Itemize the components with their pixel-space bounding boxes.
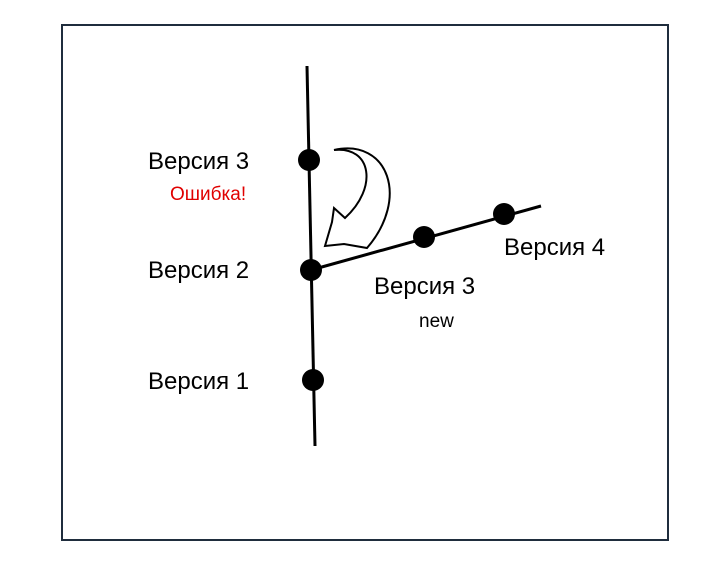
label-main-version-2: Версия 2: [148, 257, 250, 284]
label-new-version-4: Версия 4: [504, 234, 606, 261]
node-new-version-4: [493, 203, 515, 225]
label-main-version-3: Версия 3: [148, 148, 250, 175]
node-main-version-2: [300, 259, 322, 281]
label-main-version-1: Версия 1: [148, 368, 250, 395]
curved-return-arrow-icon: [323, 147, 391, 250]
label-new-version-3: Версия 3: [374, 273, 476, 300]
new-note: new: [419, 311, 454, 332]
error-note: Ошибка!: [170, 184, 247, 205]
node-main-version-1: [302, 369, 324, 391]
diagram-frame: [61, 24, 669, 541]
node-new-version-3: [413, 226, 435, 248]
node-main-version-3: [298, 149, 320, 171]
